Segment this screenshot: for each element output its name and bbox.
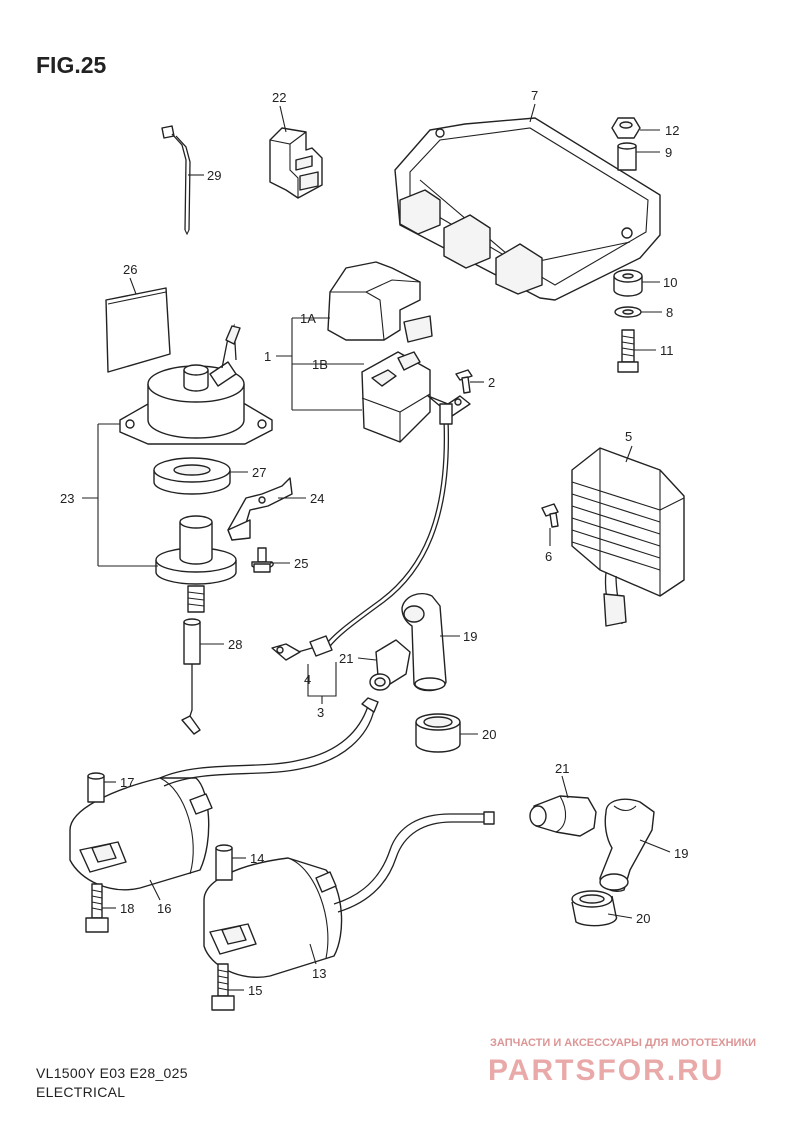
part-9-collar — [617, 142, 637, 171]
part-2-screw — [455, 369, 473, 394]
callout-19-upper: 19 — [463, 629, 477, 644]
part-1A-cover — [327, 261, 433, 343]
callout-8: 8 — [666, 305, 673, 320]
callout-21-lower: 21 — [555, 761, 569, 776]
callout-25: 25 — [294, 556, 308, 571]
part-27-rubber-ring — [153, 457, 231, 495]
callout-14: 14 — [250, 851, 264, 866]
part-29-cable-tie — [161, 125, 191, 236]
part-13-ignition-coil — [203, 811, 495, 978]
callout-26: 26 — [123, 262, 137, 277]
part-26-pad — [105, 287, 171, 373]
figure-title: FIG.25 — [36, 52, 107, 78]
callout-29: 29 — [207, 168, 221, 183]
callout-11: 11 — [660, 343, 674, 358]
part-18-bolt — [85, 883, 109, 933]
watermark: ЗАПЧАСТИ И АКСЕССУАРЫ ДЛЯ МОТОТЕХНИКИ PA… — [488, 1037, 756, 1087]
part-21-plug-cap-lower — [529, 795, 597, 837]
part-21-plug-cap-upper — [369, 639, 411, 691]
part-25-bolt — [251, 547, 274, 573]
callout-20-upper: 20 — [482, 727, 496, 742]
callout-27: 27 — [252, 465, 266, 480]
footer-section: ELECTRICAL — [36, 1084, 125, 1100]
callout-4: 4 — [304, 672, 311, 687]
part-10-cushion — [613, 269, 643, 297]
footer-model-code: VL1500Y E03 E28_025 — [36, 1065, 188, 1081]
callout-22: 22 — [272, 90, 286, 105]
part-23-sensor-assembly — [119, 323, 273, 445]
part-28-connector — [181, 618, 201, 735]
part-12-nut — [611, 117, 641, 139]
callout-24: 24 — [310, 491, 324, 506]
part-16-ignition-coil — [69, 697, 379, 891]
leader-lines — [82, 103, 671, 991]
callout-16: 16 — [157, 901, 171, 916]
callout-7: 7 — [531, 88, 538, 103]
part-19-plug-cap-upper — [401, 592, 447, 692]
part-6-screw — [541, 503, 559, 528]
callout-2: 2 — [488, 375, 495, 390]
callout-17: 17 — [120, 775, 134, 790]
callout-10: 10 — [663, 275, 677, 290]
callout-28: 28 — [228, 637, 242, 652]
part-23-sensor-base — [155, 515, 237, 613]
part-5-regulator — [571, 447, 685, 627]
watermark-brand: PARTSFOR.RU — [488, 1054, 724, 1087]
part-24-bracket — [227, 477, 293, 541]
part-14-collar — [215, 844, 233, 881]
watermark-tagline: ЗАПЧАСТИ И АКСЕССУАРЫ ДЛЯ МОТОТЕХНИКИ — [490, 1037, 756, 1049]
part-7-ignitor-unit — [394, 117, 661, 301]
part-8-washer — [614, 306, 642, 318]
callout-19-lower: 19 — [674, 846, 688, 861]
part-17-collar — [87, 772, 105, 803]
part-20-boot-upper — [415, 713, 461, 753]
callout-3: 3 — [317, 705, 324, 720]
callout-1B: 1B — [312, 357, 328, 372]
part-15-bolt — [211, 963, 235, 1011]
callout-15: 15 — [248, 983, 262, 998]
callout-6: 6 — [545, 549, 552, 564]
callout-13: 13 — [312, 966, 326, 981]
callout-1A: 1A — [300, 311, 316, 326]
part-19-plug-cap-lower — [599, 798, 655, 892]
callout-20-lower: 20 — [636, 911, 650, 926]
callout-12: 12 — [665, 123, 679, 138]
part-1B-relay — [361, 351, 471, 443]
callout-9: 9 — [665, 145, 672, 160]
callout-1: 1 — [264, 349, 271, 364]
callout-18: 18 — [120, 901, 134, 916]
part-22-relay — [269, 127, 323, 199]
callout-labels: 22 29 7 12 9 10 8 11 26 1A 1 1B 2 5 23 2… — [60, 88, 688, 998]
callout-21-upper: 21 — [339, 651, 353, 666]
callout-23: 23 — [60, 491, 74, 506]
part-3-ground-wire — [271, 403, 453, 661]
part-11-bolt — [617, 329, 639, 373]
callout-5: 5 — [625, 429, 632, 444]
part-20-boot-lower — [571, 890, 618, 927]
